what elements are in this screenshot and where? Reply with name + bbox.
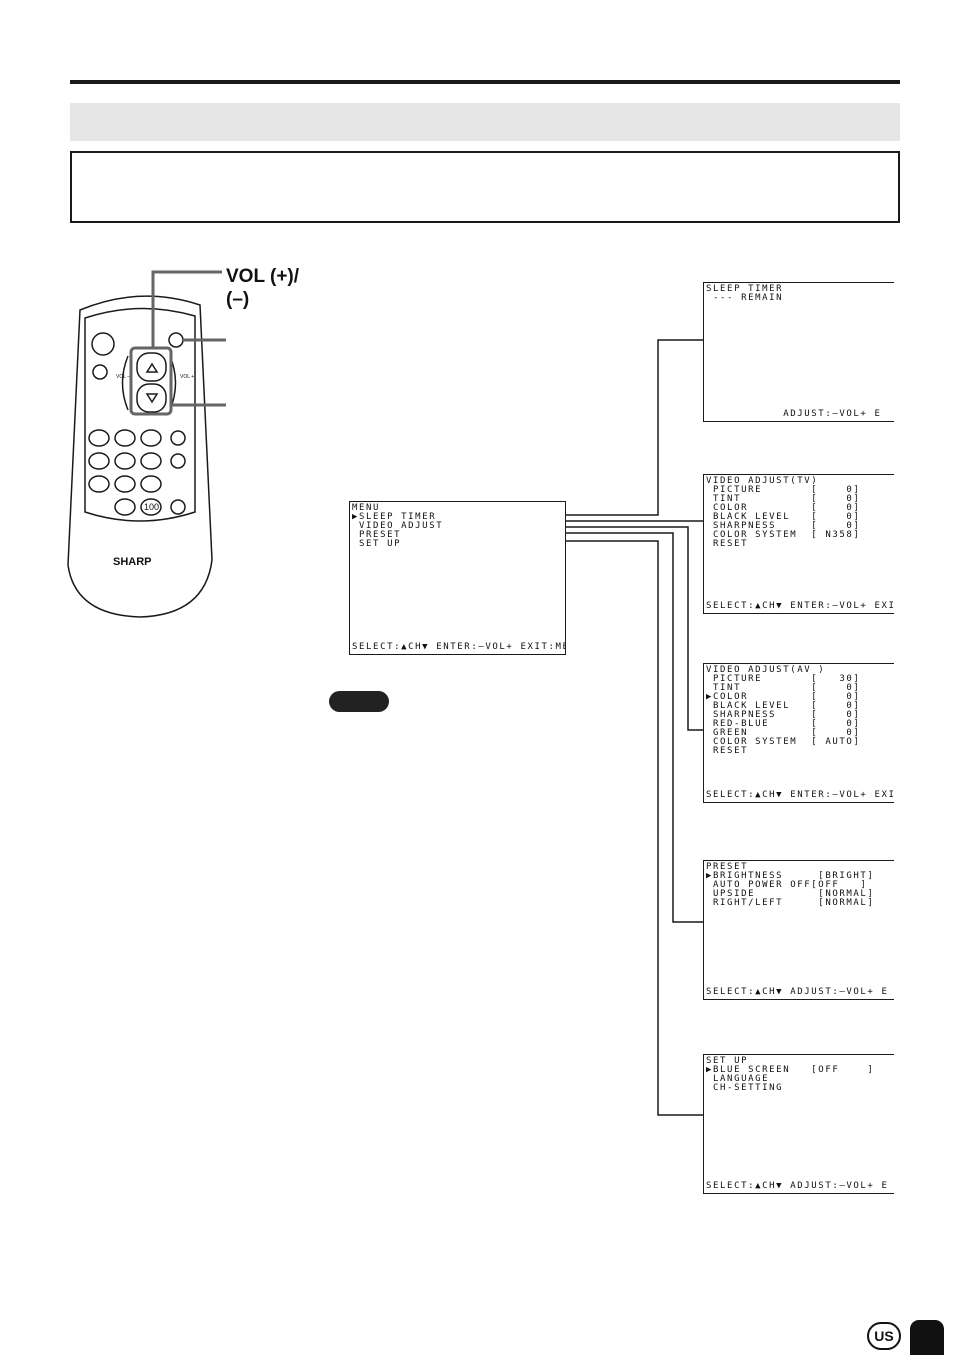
vol-callout-label: VOL (+)/ (–): [226, 266, 300, 310]
menu-item-preset: PRESET: [352, 530, 402, 540]
preset-upside: UPSIDE [NORMAL]: [706, 889, 875, 899]
vav-title: VIDEO ADJUST(AV ): [706, 665, 826, 675]
region-badge: US: [867, 1322, 901, 1350]
setup-lines: SET UP ▶BLUE SCREEN [OFF ] LANGUAGE CH-S…: [706, 1057, 874, 1093]
brand-logo: SHARP: [113, 556, 152, 568]
sleep-timer-title: SLEEP TIMER: [706, 284, 784, 294]
vav-green: GREEN [ 0]: [706, 728, 861, 738]
menu-item-sleep-timer: ▶SLEEP TIMER: [352, 512, 437, 522]
vtv-picture: PICTURE [ 0]: [706, 485, 861, 495]
section-heading-bar: [70, 103, 900, 141]
intro-box: [70, 151, 900, 223]
vav-reset: RESET: [706, 746, 749, 756]
preset-right-left: RIGHT/LEFT [NORMAL]: [706, 898, 875, 908]
vtv-sharpness: SHARPNESS [ 0]: [706, 521, 861, 531]
sleep-timer-lines: SLEEP TIMER --- REMAIN: [706, 285, 783, 303]
preset-screen: PRESET ▶BRIGHTNESS [BRIGHT] AUTO POWER O…: [703, 860, 894, 1000]
menu-item-set-up: SET UP: [352, 539, 402, 549]
vol-minus-label: VOL –: [116, 374, 130, 380]
vtv-reset: RESET: [706, 539, 749, 549]
vtv-color-system: COLOR SYSTEM [ N358]: [706, 530, 861, 540]
video-adjust-av-lines: VIDEO ADJUST(AV ) PICTURE [ 30] TINT [ 0…: [706, 666, 860, 756]
setup-footer: SELECT:▲CH▼ ADJUST:–VOL+ E: [706, 1181, 889, 1191]
menu-title: MENU: [352, 503, 381, 513]
vav-tint: TINT [ 0]: [706, 683, 861, 693]
setup-title: SET UP: [706, 1056, 749, 1066]
page-number-tab: [910, 1320, 944, 1355]
sleep-timer-footer: ADJUST:–VOL+ E: [706, 409, 882, 419]
preset-brightness: ▶BRIGHTNESS [BRIGHT]: [706, 871, 875, 881]
menu-footer: SELECT:▲CH▼ ENTER:–VOL+ EXIT:MENU: [352, 642, 566, 652]
top-rule: [70, 80, 900, 84]
preset-title: PRESET: [706, 862, 749, 872]
menu-screen: MENU ▶SLEEP TIMER VIDEO ADJUST PRESET SE…: [349, 501, 566, 655]
vtv-black-level: BLACK LEVEL [ 0]: [706, 512, 861, 522]
setup-language: LANGUAGE: [706, 1074, 770, 1084]
menu-lines: MENU ▶SLEEP TIMER VIDEO ADJUST PRESET SE…: [352, 504, 443, 549]
vol-plus-label: VOL +: [180, 374, 194, 380]
vav-footer: SELECT:▲CH▼ ENTER:–VOL+ EXI: [706, 790, 894, 800]
preset-lines: PRESET ▶BRIGHTNESS [BRIGHT] AUTO POWER O…: [706, 863, 874, 908]
video-adjust-av-screen: VIDEO ADJUST(AV ) PICTURE [ 30] TINT [ 0…: [703, 663, 894, 803]
menu-item-video-adjust: VIDEO ADJUST: [352, 521, 444, 531]
sleep-timer-remain: --- REMAIN: [706, 293, 784, 303]
remote-control: [67, 295, 213, 618]
setup-ch-setting: CH-SETTING: [706, 1083, 784, 1093]
hundred-key-label: 100: [144, 502, 159, 512]
remote-callout-lines: [129, 270, 226, 416]
preset-footer: SELECT:▲CH▼ ADJUST:–VOL+ E: [706, 987, 889, 997]
note-badge: [329, 691, 389, 712]
vtv-footer: SELECT:▲CH▼ ENTER:–VOL+ EXI: [706, 601, 894, 611]
vav-black-level: BLACK LEVEL [ 0]: [706, 701, 861, 711]
vtv-tint: TINT [ 0]: [706, 494, 861, 504]
menu-connector-lines: [420, 339, 703, 1116]
vav-picture: PICTURE [ 30]: [706, 674, 861, 684]
vav-color: ▶COLOR [ 0]: [706, 692, 861, 702]
vav-sharpness: SHARPNESS [ 0]: [706, 710, 861, 720]
vav-red-blue: RED-BLUE [ 0]: [706, 719, 861, 729]
video-adjust-tv-screen: VIDEO ADJUST(TV) PICTURE [ 0] TINT [ 0] …: [703, 474, 894, 614]
video-adjust-tv-lines: VIDEO ADJUST(TV) PICTURE [ 0] TINT [ 0] …: [706, 477, 860, 549]
vtv-color: COLOR [ 0]: [706, 503, 861, 513]
sleep-timer-screen: SLEEP TIMER --- REMAIN ADJUST:–VOL+ E: [703, 282, 894, 422]
vav-color-system: COLOR SYSTEM [ AUTO]: [706, 737, 861, 747]
setup-blue-screen: ▶BLUE SCREEN [OFF ]: [706, 1065, 875, 1075]
preset-auto-power-off: AUTO POWER OFF[OFF ]: [706, 880, 868, 890]
vtv-title: VIDEO ADJUST(TV): [706, 476, 819, 486]
setup-screen: SET UP ▶BLUE SCREEN [OFF ] LANGUAGE CH-S…: [703, 1054, 894, 1194]
